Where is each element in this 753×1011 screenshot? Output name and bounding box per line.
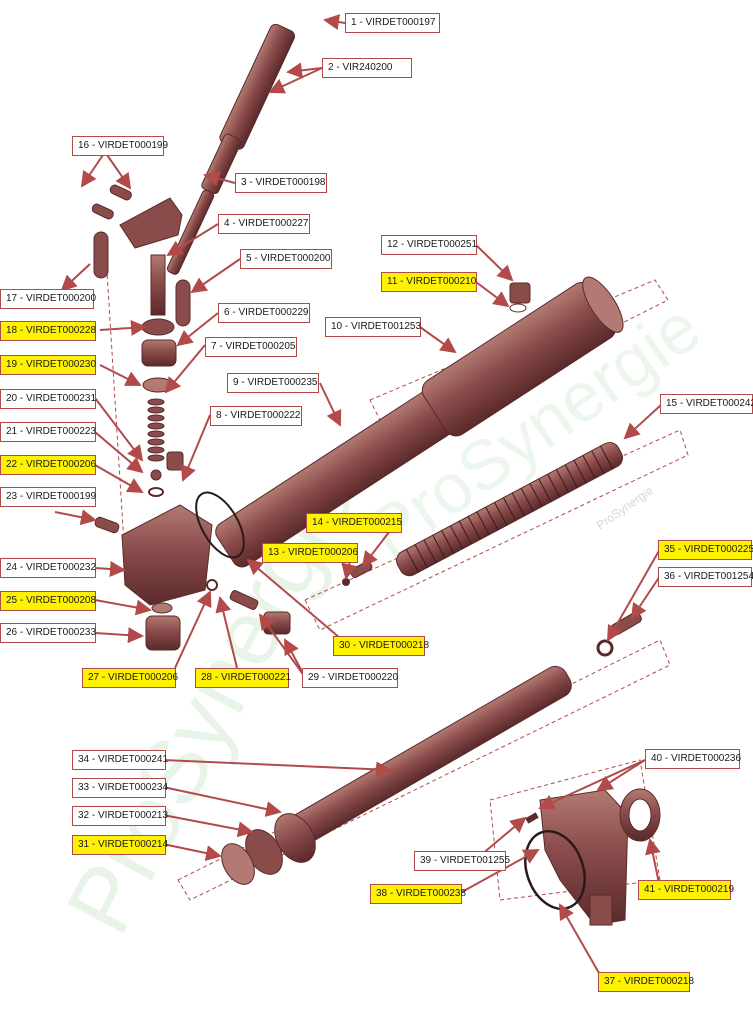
part-label-12: 12 - VIRDET000251 (381, 235, 477, 255)
part-label-33: 33 - VIRDET000234 (72, 778, 168, 798)
part-label-10: 10 - VIRDET001253 (325, 317, 421, 337)
part-label-39: 39 - VIRDET001255 (414, 851, 510, 871)
part-label-37: 37 - VIRDET000218 (598, 972, 694, 992)
part-label-14: 14 - VIRDET000215 (306, 513, 402, 533)
part-label-26: 26 - VIRDET000233 (0, 623, 96, 643)
part-label-34: 34 - VIRDET000241 (72, 750, 168, 770)
part-label-17: 17 - VIRDET000200 (0, 289, 96, 309)
part-label-13: 13 - VIRDET000206 (262, 543, 358, 563)
part-label-36: 36 - VIRDET001254 (658, 567, 753, 587)
part-label-20: 20 - VIRDET000231 (0, 389, 96, 409)
part-label-28: 28 - VIRDET000221 (195, 668, 291, 688)
leader-lines (54, 14, 663, 981)
part-label-5: 5 - VIRDET000200 (240, 249, 332, 269)
part-label-23: 23 - VIRDET000199 (0, 487, 96, 507)
upper-shaft (166, 23, 296, 275)
part-label-15: 15 - VIRDET000242 (660, 394, 753, 414)
part-label-8: 8 - VIRDET000222 (210, 406, 302, 426)
part-label-40: 40 - VIRDET000236 (645, 749, 741, 769)
part-label-38: 38 - VIRDET000238 (370, 884, 466, 904)
part-label-3: 3 - VIRDET000198 (235, 173, 327, 193)
part-label-27: 27 - VIRDET000206 (82, 668, 178, 688)
part-label-29: 29 - VIRDET000220 (302, 668, 398, 688)
part-label-1: 1 - VIRDET000197 (345, 13, 440, 33)
part-label-7: 7 - VIRDET000205 (205, 337, 297, 357)
part-label-6: 6 - VIRDET000229 (218, 303, 310, 323)
part-label-9: 9 - VIRDET000235 (227, 373, 319, 393)
part-label-21: 21 - VIRDET000223 (0, 422, 96, 442)
part-label-4: 4 - VIRDET000227 (218, 214, 310, 234)
part-label-16: 16 - VIRDET000199 (72, 136, 168, 156)
part-label-2: 2 - VIR240200 (322, 58, 412, 78)
part-label-25: 25 - VIRDET000208 (0, 591, 96, 611)
part-shapes (91, 23, 661, 926)
part-label-19: 19 - VIRDET000230 (0, 355, 96, 375)
part-label-18: 18 - VIRDET000228 (0, 321, 96, 341)
part-label-41: 41 - VIRDET000219 (638, 880, 734, 900)
part-label-32: 32 - VIRDET000213 (72, 806, 168, 826)
part-label-11: 11 - VIRDET000210 (381, 272, 477, 292)
watermark-text: ProSynergie (594, 483, 656, 533)
part-label-31: 31 - VIRDET000214 (72, 835, 168, 855)
part-label-22: 22 - VIRDET000206 (0, 455, 96, 475)
part-label-35: 35 - VIRDET000225 (658, 540, 753, 560)
part-label-24: 24 - VIRDET000232 (0, 558, 96, 578)
part-label-30: 30 - VIRDET000218 (333, 636, 429, 656)
